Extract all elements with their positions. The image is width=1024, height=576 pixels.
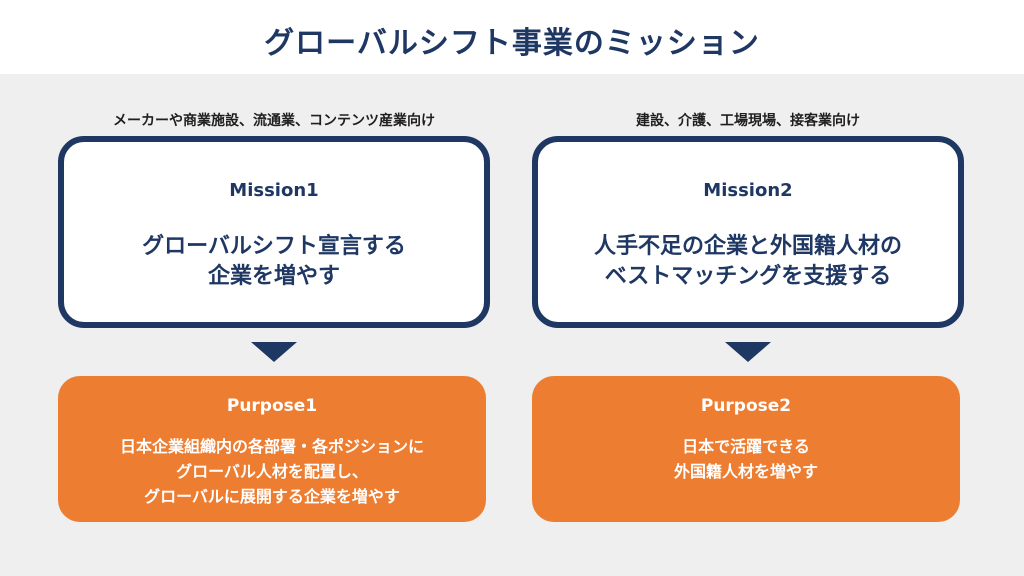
- purpose-text: 日本で活躍できる 外国籍人材を増やす: [532, 434, 960, 484]
- mission-text-line: ベストマッチングを支援する: [604, 264, 892, 289]
- header-bar: グローバルシフト事業のミッション: [0, 0, 1024, 74]
- purpose-card: Purpose1 日本企業組織内の各部署・各ポジションに グローバル人材を配置し…: [58, 376, 486, 522]
- purpose-id: Purpose1: [226, 396, 318, 416]
- purpose-card: Purpose2 日本で活躍できる 外国籍人材を増やす: [532, 376, 960, 522]
- purpose-text-line: グローバルに展開する企業を増やす: [144, 487, 400, 506]
- arrow-down-icon: [251, 342, 297, 362]
- arrow-down-icon: [725, 342, 771, 362]
- target-label: メーカーや商業施設、流通業、コンテンツ産業向け: [113, 113, 435, 129]
- mission-id: Mission1: [229, 180, 319, 201]
- mission-text-line: 企業を増やす: [207, 264, 340, 289]
- purpose-id: Purpose2: [700, 396, 792, 416]
- purpose-text-line: 日本で活躍できる: [682, 437, 810, 456]
- mission-card: Mission1 グローバルシフト宣言する 企業を増やす: [58, 136, 490, 328]
- mission-column-2: 建設、介護、工場現場、接客業向け Mission2 人手不足の企業と外国籍人材の…: [532, 74, 964, 576]
- purpose-text-line: 外国籍人材を増やす: [673, 462, 818, 481]
- mission-text: グローバルシフト宣言する 企業を増やす: [64, 232, 484, 292]
- purpose-text: 日本企業組織内の各部署・各ポジションに グローバル人材を配置し、 グローバルに展…: [58, 434, 486, 509]
- mission-text-line: グローバルシフト宣言する: [142, 234, 406, 259]
- mission-card: Mission2 人手不足の企業と外国籍人材の ベストマッチングを支援する: [532, 136, 964, 328]
- purpose-text-line: 日本企業組織内の各部署・各ポジションに: [119, 437, 424, 456]
- mission-text: 人手不足の企業と外国籍人材の ベストマッチングを支援する: [538, 232, 958, 292]
- mission-text-line: 人手不足の企業と外国籍人材の: [593, 234, 902, 259]
- purpose-text-line: グローバル人材を配置し、: [176, 462, 368, 481]
- page-title: グローバルシフト事業のミッション: [264, 26, 760, 61]
- mission-column-1: メーカーや商業施設、流通業、コンテンツ産業向け Mission1 グローバルシフ…: [58, 74, 490, 576]
- target-label: 建設、介護、工場現場、接客業向け: [636, 113, 860, 129]
- mission-id: Mission2: [703, 180, 793, 201]
